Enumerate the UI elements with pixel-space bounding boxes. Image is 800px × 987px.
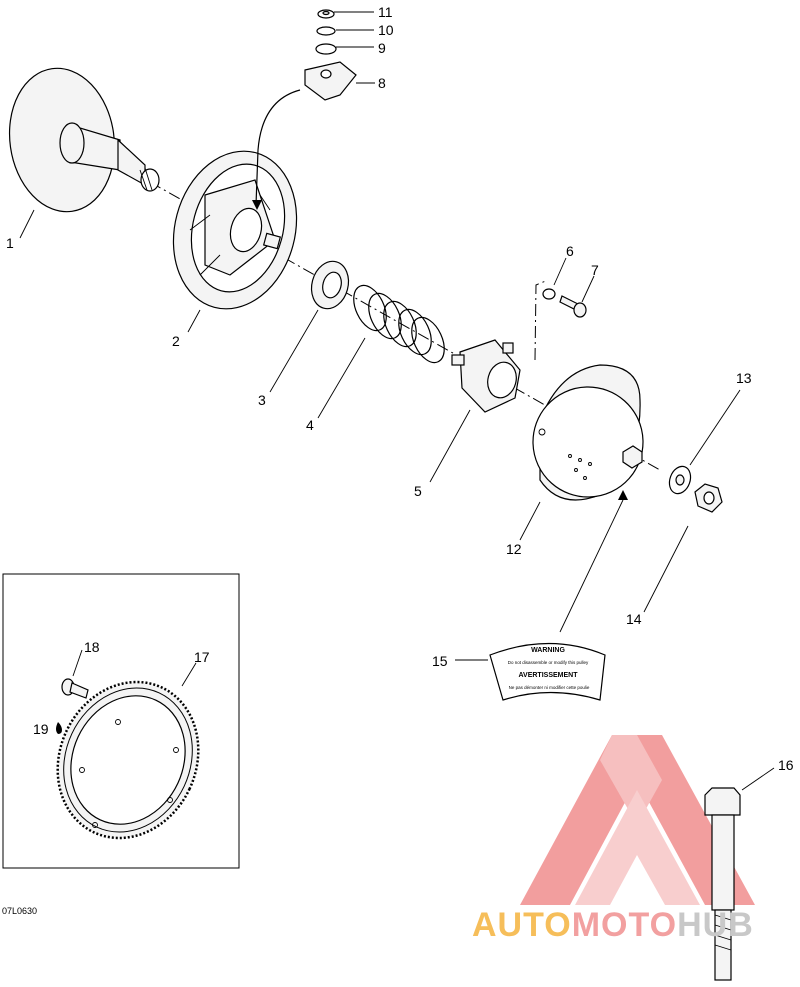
label-line-2: Ne pas démonter ni modifier cette poulie: [509, 685, 590, 690]
callout-2: 2: [172, 333, 180, 349]
label-leader-arrow-icon: [618, 490, 628, 500]
threadlocker-drop-icon: [56, 722, 62, 734]
callout-7: 7: [591, 262, 599, 278]
callout-6: 6: [566, 243, 574, 259]
callout-1: 1: [6, 235, 14, 251]
callout-13: 13: [736, 370, 752, 386]
callout-10: 10: [378, 22, 394, 38]
callout-14: 14: [626, 611, 642, 627]
watermark-text: AUTOMOTOHUB: [472, 906, 754, 944]
lock-washer-part: [542, 288, 556, 300]
label-line-1: Do not disassemble or modify this pulley: [508, 660, 589, 665]
callout-3: 3: [258, 392, 266, 408]
callout-9: 9: [378, 40, 386, 56]
warning-label-part: WARNING Do not disassemble or modify thi…: [489, 642, 606, 701]
ring-gear-screw-part: [61, 678, 89, 699]
inset-box: [2, 573, 240, 869]
label-header-warning: WARNING: [531, 647, 565, 654]
spring-seat-part: [310, 260, 350, 310]
watermark-part-auto: AUTO: [472, 906, 572, 944]
figure-code: 07L0630: [2, 906, 37, 916]
callout-16: 16: [778, 757, 794, 773]
callout-4: 4: [306, 417, 314, 433]
nut-part: [694, 483, 723, 513]
label-header-avertissement: AVERTISSEMENT: [519, 672, 579, 679]
watermark-logo-icon: [520, 735, 755, 905]
watermark-part-moto: MOTO: [572, 906, 677, 944]
leader-lines: [19, 11, 775, 791]
callout-numbers: 1 2 3 4 5 6 7 8 9 10 11 12 13 14 15 16 1…: [6, 4, 794, 773]
cover-part: [532, 364, 644, 501]
fixed-sheave-part: [8, 67, 160, 213]
spring-part: [353, 284, 445, 364]
screw-part: [559, 295, 587, 318]
cam-slider-leader-curve: [255, 89, 301, 206]
callout-8: 8: [378, 75, 386, 91]
callout-18: 18: [84, 639, 100, 655]
callout-12: 12: [506, 541, 522, 557]
callout-5: 5: [414, 483, 422, 499]
callout-11: 11: [378, 4, 393, 20]
screw-axis-line: [534, 279, 549, 361]
movable-sheave-part: [172, 150, 298, 310]
cam-slider-part: [304, 61, 357, 101]
watermark-part-hub: HUB: [677, 906, 754, 944]
cam-slider-leader-arrow-icon: [252, 200, 262, 210]
cam-part: [451, 339, 521, 413]
washer-part: [668, 465, 692, 495]
callout-17: 17: [194, 649, 210, 665]
ring-gear-part: [56, 680, 200, 840]
callout-15: 15: [432, 653, 448, 669]
callout-19: 19: [33, 721, 49, 737]
long-bolt-part: [704, 787, 741, 981]
small-washer-stack: [315, 9, 337, 55]
